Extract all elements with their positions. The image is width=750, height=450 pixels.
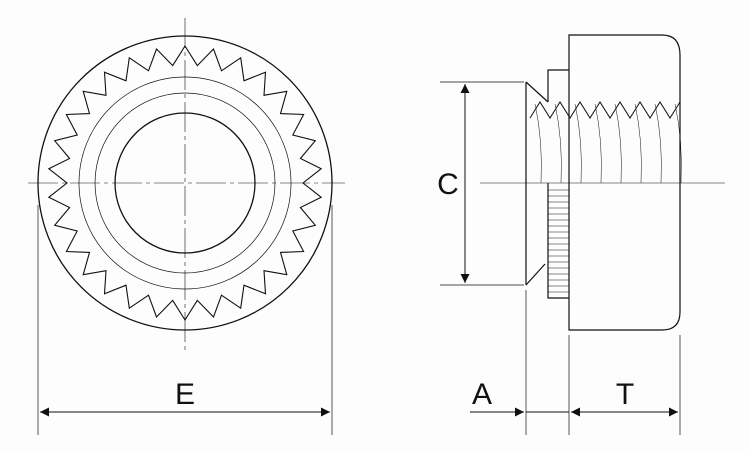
thread-profile — [529, 101, 681, 119]
dimension-a-t — [470, 290, 681, 435]
thread-line — [534, 103, 542, 184]
thread-line — [574, 103, 582, 184]
dimension-c — [440, 81, 524, 286]
thread-line — [634, 103, 642, 184]
dimension-label-e: E — [175, 378, 195, 411]
thread-line — [674, 103, 682, 184]
dimension-label-t: T — [616, 378, 634, 411]
thread-lines — [534, 103, 682, 184]
front-view — [28, 18, 345, 352]
knurl-lines — [548, 189, 569, 293]
dimension-label-c: C — [437, 168, 459, 201]
body-outline — [568, 34, 681, 331]
side-view — [480, 34, 725, 331]
dimension-e — [37, 205, 333, 435]
thread-line — [554, 103, 562, 184]
step — [547, 69, 569, 102]
flange — [525, 81, 549, 286]
knurled-shank — [547, 183, 569, 299]
thread-line — [614, 103, 622, 184]
thread-line — [654, 103, 662, 184]
dimension-label-a: A — [472, 378, 492, 411]
thread-line — [594, 103, 602, 184]
